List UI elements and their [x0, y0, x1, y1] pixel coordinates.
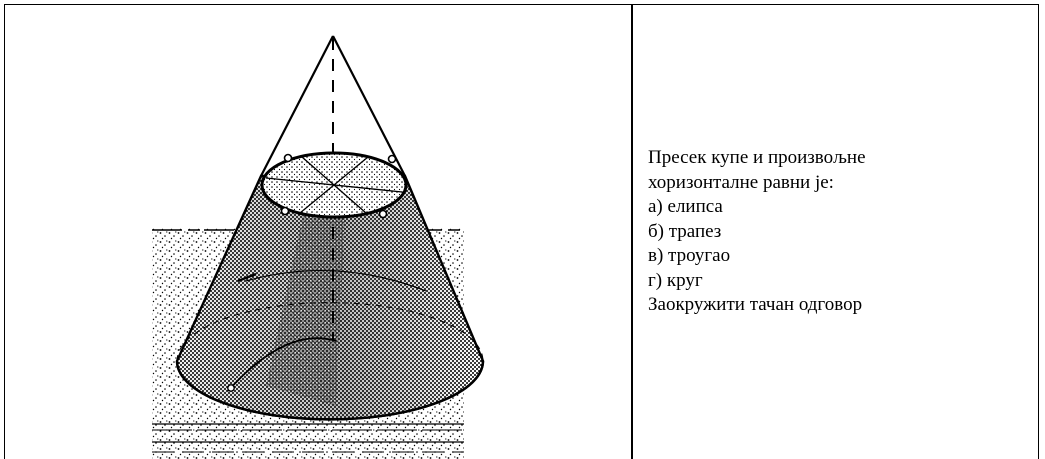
column-divider — [631, 4, 633, 459]
answer-option-a: а) елипса — [648, 196, 723, 217]
answer-option-b: б) трапез — [648, 220, 722, 242]
answer-option-g: г) круг — [648, 269, 703, 291]
question-line: Пресек купе и произвољне — [648, 147, 866, 168]
question-line: хоризонталне равни је: — [648, 171, 834, 193]
answer-option-v: в) троугао — [648, 245, 731, 266]
question-text: Пресек купе и произвољне хоризонталне ра… — [648, 146, 1028, 318]
table-frame — [4, 4, 1039, 459]
cone-illustration — [6, 6, 630, 459]
instruction-line: Заокружити тачан одговор — [648, 294, 863, 315]
